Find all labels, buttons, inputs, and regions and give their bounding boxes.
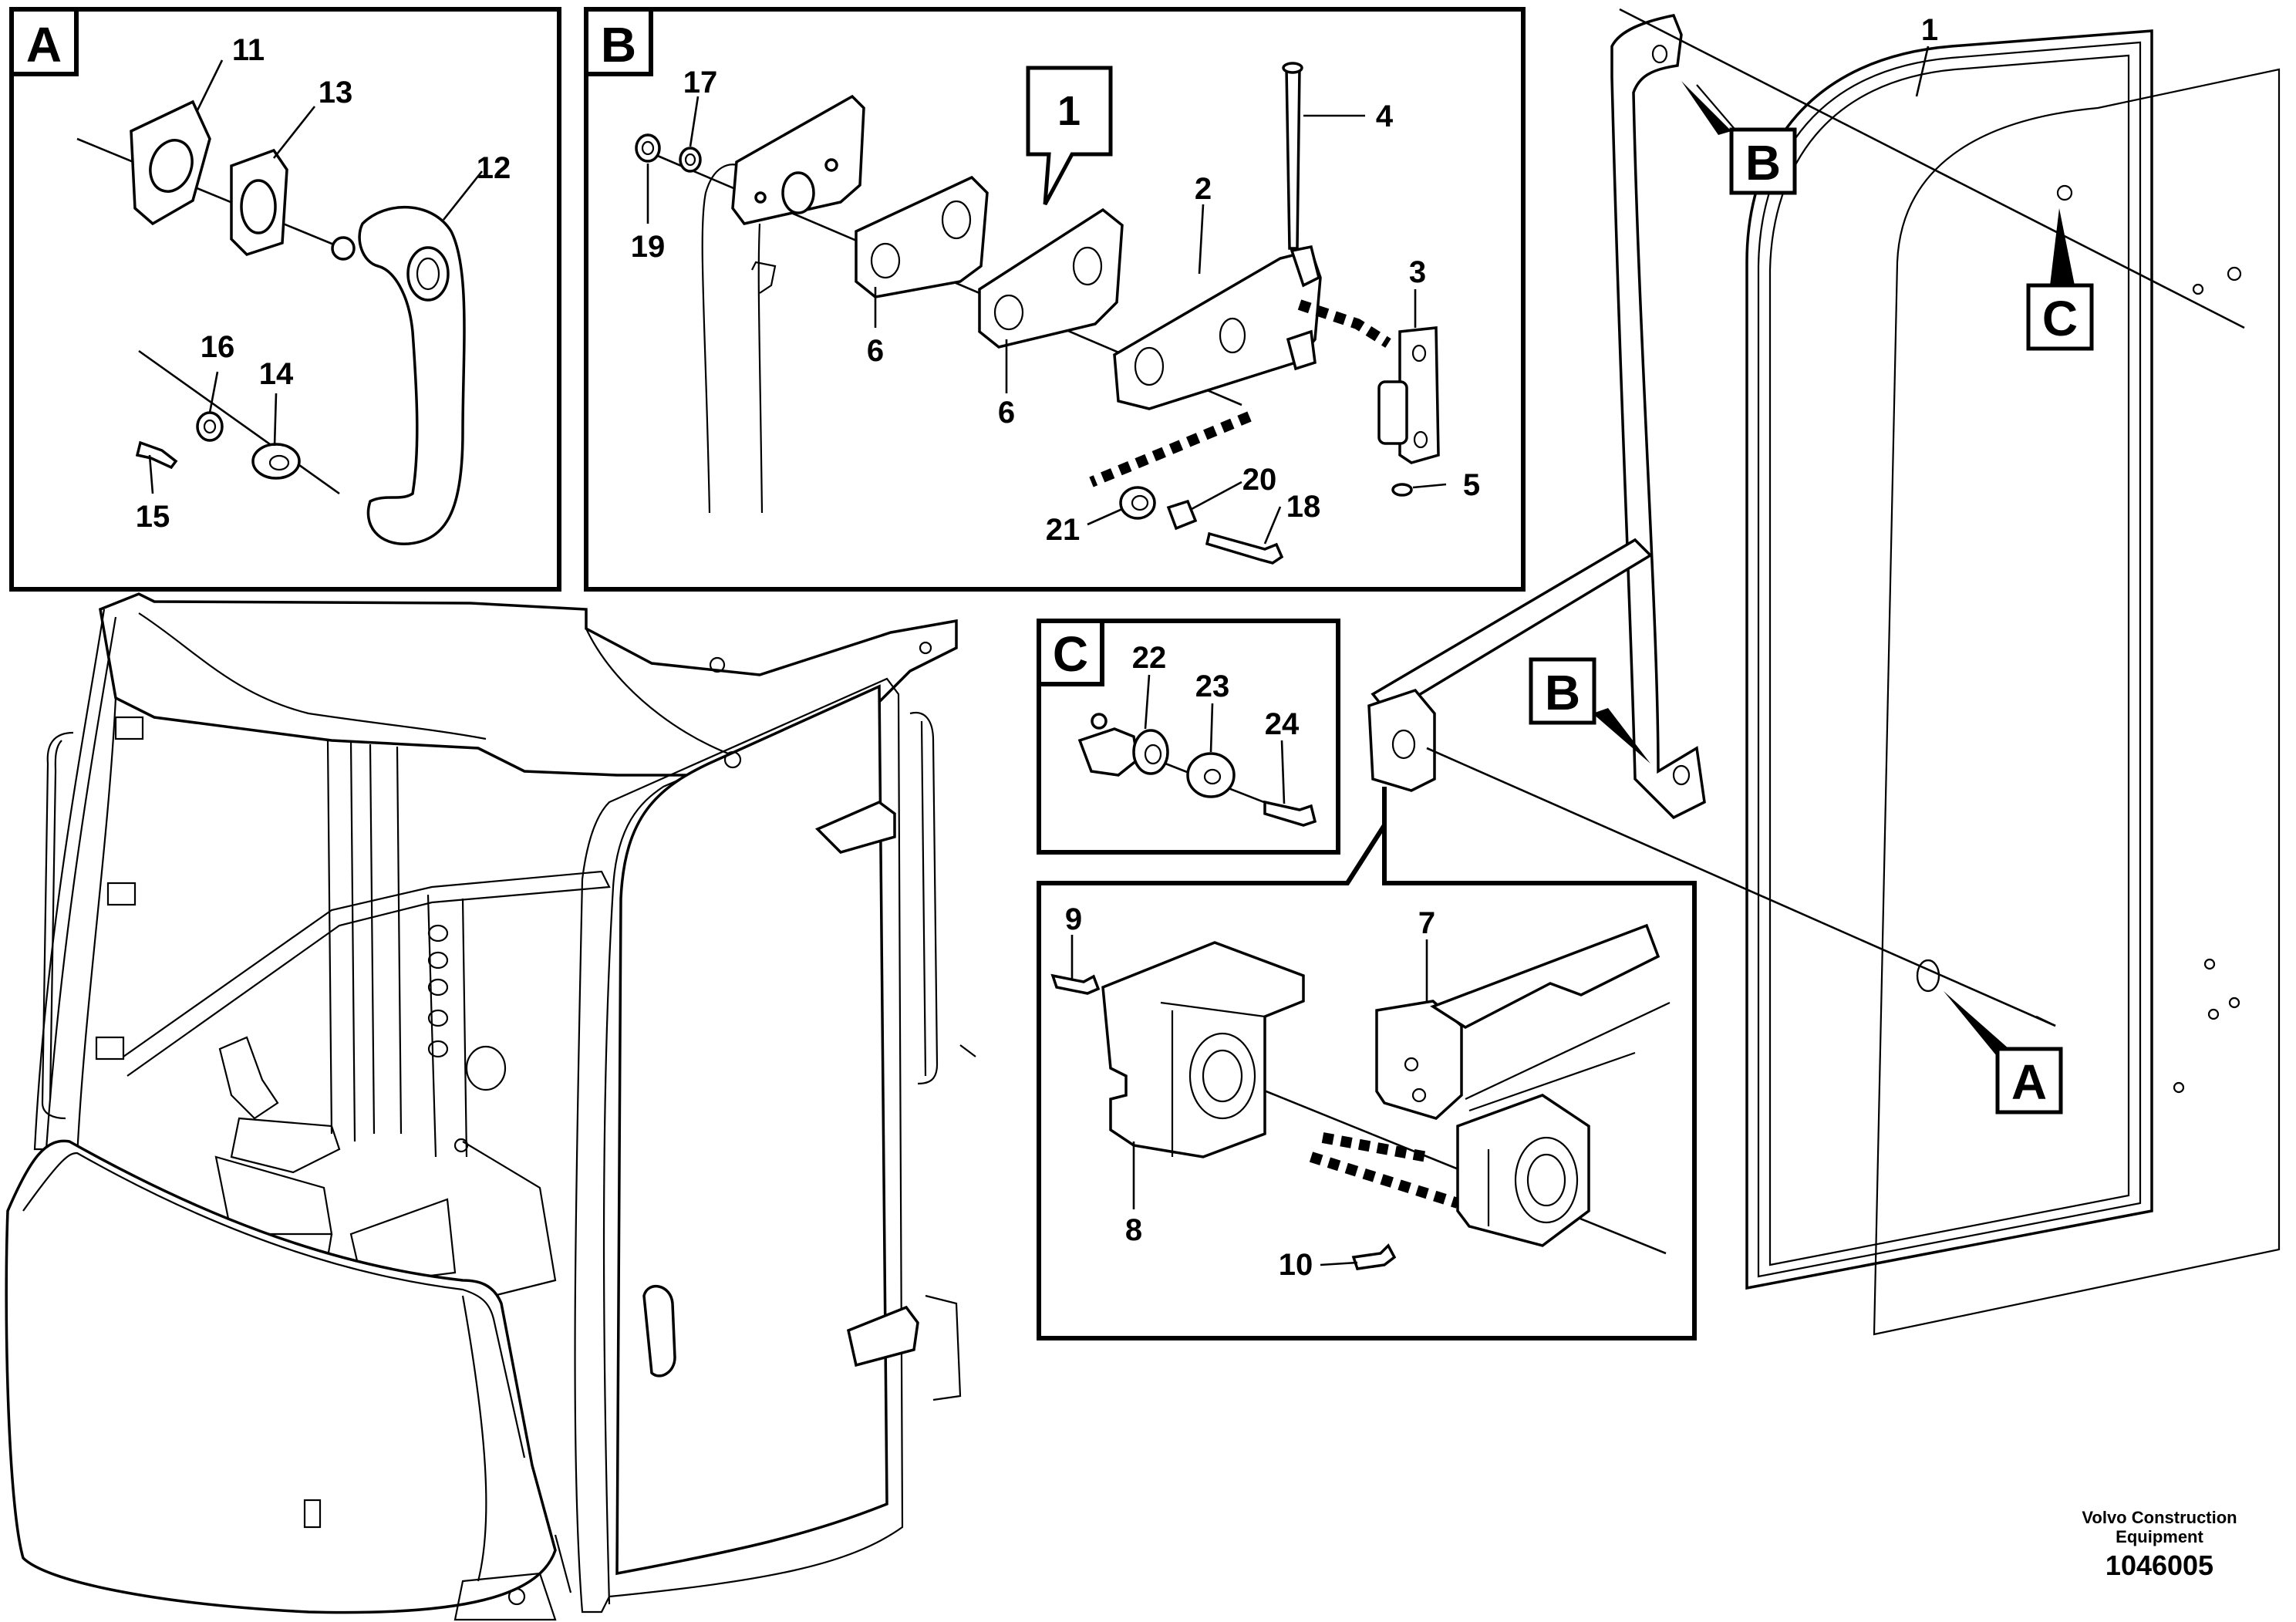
door-ref-b-mid-box — [1529, 657, 1596, 725]
label-18: 18 — [1286, 490, 1321, 524]
label-20: 20 — [1242, 463, 1277, 497]
label-4: 4 — [1376, 99, 1394, 133]
panel-c: C 22 23 24 — [1037, 619, 1340, 855]
document-number: 1046005 — [2106, 1549, 2213, 1581]
cab-roof — [99, 592, 958, 777]
part-14-spacer — [251, 443, 301, 480]
part-19-nut — [635, 133, 661, 163]
cab-door — [615, 684, 888, 1576]
panel-b-letter: B — [601, 17, 636, 73]
credit-block: Volvo Construction Equipment 1046005 — [2082, 1508, 2237, 1581]
cab-left-pillar — [33, 609, 117, 1151]
door-ref-a: A — [2011, 1054, 2047, 1110]
panel-a: A 11 13 12 16 14 15 — [9, 7, 561, 592]
cab-door-handle — [642, 1284, 676, 1378]
door-hinge-rail — [1610, 13, 1706, 820]
door-label-1: 1 — [1921, 13, 1938, 47]
panel-c-letter: C — [1053, 626, 1088, 682]
panel-a-frame — [9, 7, 561, 592]
part-22-bushing — [1077, 727, 1139, 777]
label-6b: 6 — [998, 396, 1015, 430]
label-19: 19 — [631, 230, 666, 264]
label-23: 23 — [1195, 669, 1230, 703]
label-14: 14 — [259, 357, 294, 391]
label-13: 13 — [319, 76, 353, 110]
door-bracket — [1367, 688, 1436, 792]
part-9-screw — [1050, 973, 1101, 995]
panel-a-letter: A — [26, 17, 62, 73]
label-17: 17 — [683, 66, 718, 99]
label-3: 3 — [1409, 255, 1426, 289]
part-2-hinge-leaf — [1113, 248, 1322, 410]
door-ref-b-top-arrow — [1681, 81, 1731, 135]
door-seal-frame — [1745, 29, 2153, 1290]
part-10-screw — [1351, 1243, 1397, 1270]
part-23-washer — [1186, 752, 1236, 798]
door-ref-c-box — [2026, 283, 2094, 351]
door-ref-b-mid-arrow — [1593, 708, 1650, 764]
door-ref-c-arrow — [2050, 208, 2075, 285]
part-6-shim-a — [855, 175, 989, 298]
door-ref-a-arrow — [1944, 991, 2009, 1055]
cab-door-hinge-lower — [846, 1305, 919, 1367]
label-11: 11 — [232, 33, 265, 67]
cab-right-pillar — [574, 677, 904, 1614]
label-21: 21 — [1046, 513, 1081, 547]
label-22: 22 — [1132, 641, 1167, 675]
door-ref-c: C — [2042, 291, 2078, 346]
part-4-pin — [1285, 66, 1301, 250]
credit-line-1: Volvo Construction — [2082, 1508, 2237, 1527]
door-ref-b-top: B — [1745, 135, 1781, 191]
part-17-washer — [679, 147, 702, 173]
door-ref-b-mid: B — [1545, 665, 1580, 720]
label-16: 16 — [201, 330, 235, 364]
panel-b-frame — [584, 7, 1526, 592]
label-24: 24 — [1265, 707, 1300, 741]
door-glass — [1873, 68, 2281, 1336]
label-7: 7 — [1418, 906, 1435, 940]
cab-door-hinge-upper — [814, 800, 896, 854]
part-8-cover — [1101, 941, 1305, 1158]
part-18-bolt — [1205, 531, 1284, 565]
cab-overview — [5, 592, 976, 1621]
part-21-bushing — [1119, 486, 1156, 520]
part-15-screw — [135, 440, 178, 470]
credit-line-2: Equipment — [2116, 1527, 2203, 1546]
label-8: 8 — [1125, 1213, 1142, 1247]
panel-c-letter-box — [1037, 619, 1104, 686]
cab-front-panel — [5, 1139, 557, 1614]
door-ref-b-top-box — [1729, 127, 1797, 195]
part-5-washer — [1391, 483, 1413, 497]
door-ref-a-box — [1995, 1047, 2063, 1114]
panel-a-letter-box — [9, 7, 79, 76]
panel-detail: 9 7 8 10 — [1037, 787, 1697, 1340]
label-2: 2 — [1195, 172, 1212, 206]
label-15: 15 — [136, 500, 170, 534]
part-bracket-block — [1456, 1094, 1590, 1247]
door-assembly: B C B A 1 — [1367, 8, 2281, 1336]
part-6-shim-b — [978, 207, 1124, 349]
label-12: 12 — [477, 151, 511, 185]
panel-b: B 1 — [584, 7, 1526, 592]
callout-1-box — [1026, 66, 1113, 206]
label-6a: 6 — [867, 334, 884, 368]
callout-1-text: 1 — [1057, 88, 1081, 134]
label-10: 10 — [1279, 1248, 1313, 1282]
part-16-washer — [196, 411, 224, 442]
label-5: 5 — [1463, 468, 1480, 502]
label-9: 9 — [1065, 902, 1082, 936]
frame-plate — [731, 94, 865, 225]
panel-b-letter-box — [584, 7, 653, 76]
part-24-bolt — [1263, 800, 1317, 827]
panel-c-frame — [1037, 619, 1340, 855]
part-20-spacer — [1166, 499, 1198, 531]
